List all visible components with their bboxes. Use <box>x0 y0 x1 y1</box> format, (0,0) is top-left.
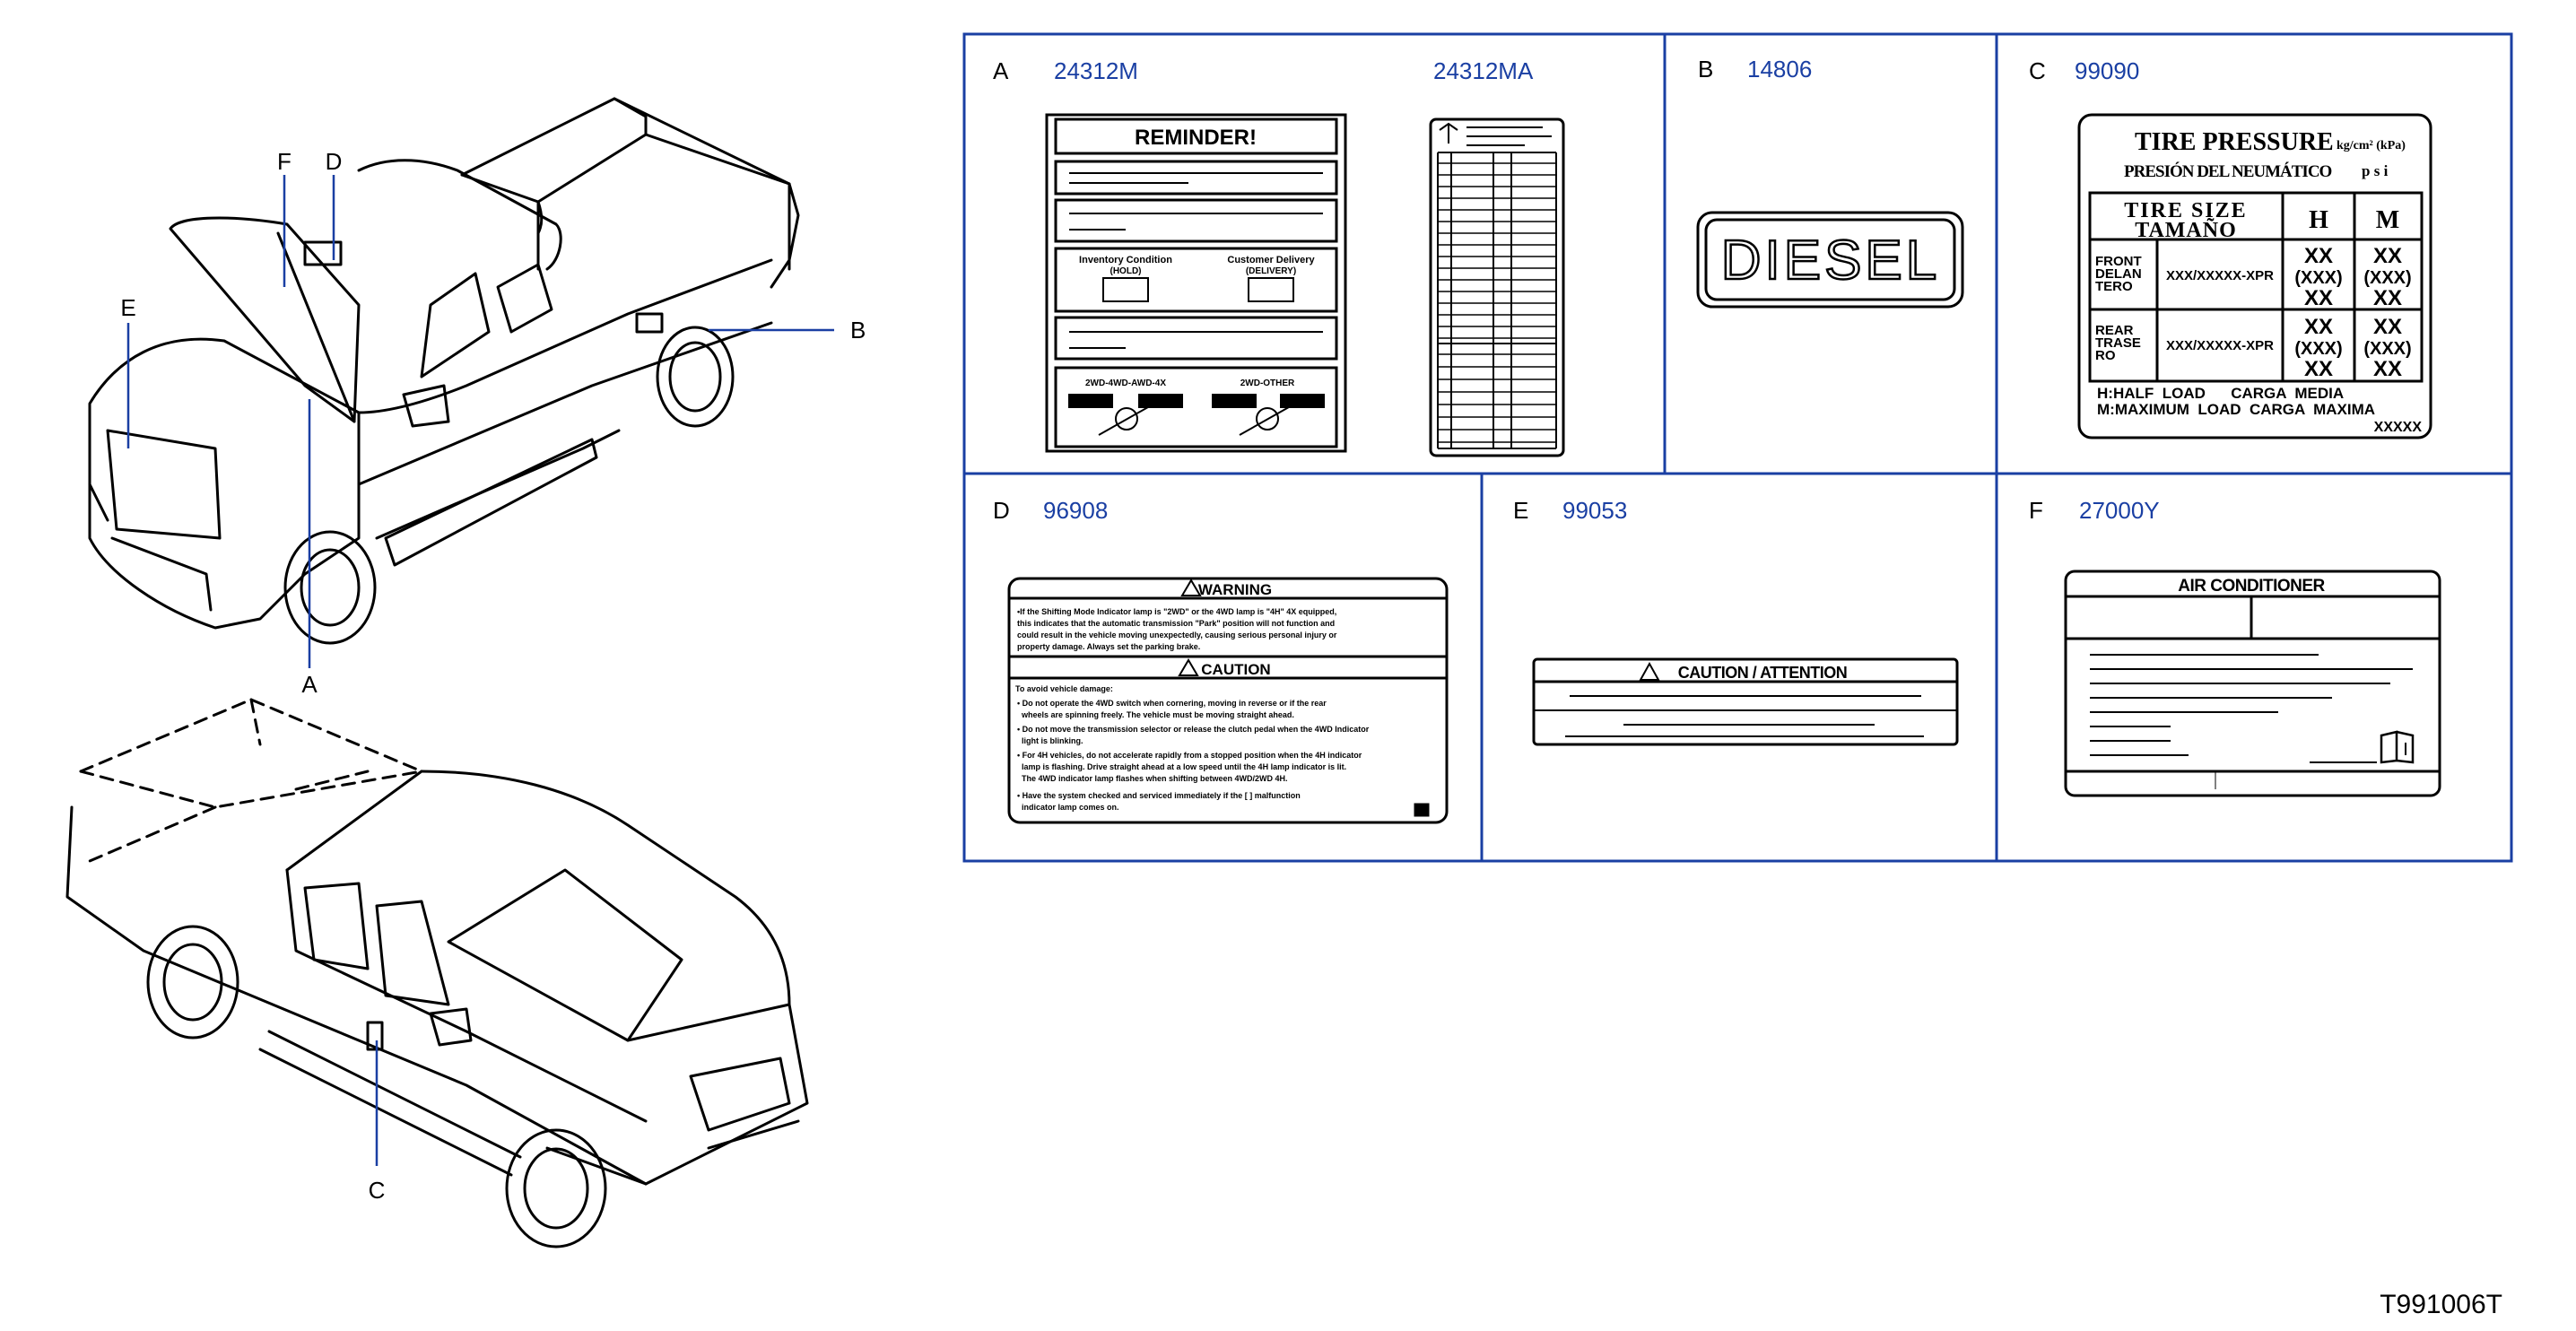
label-c-row2-m1: XX <box>2373 315 2402 339</box>
label-b-diesel <box>1696 211 1964 309</box>
label-a2-table <box>1429 117 1565 457</box>
label-a1-delivery: Customer Delivery <box>1227 255 1315 265</box>
label-a1-hold-sub: (HOLD) <box>1110 266 1142 276</box>
label-c-unit1: kg/cm² (kPa) <box>2337 139 2406 152</box>
label-c-row1-m1: XX <box>2373 244 2402 268</box>
label-d-warning-line1: •If the Shifting Mode Indicator lamp is … <box>1017 607 1336 616</box>
label-c-row1-h2: (XXX) <box>2294 268 2342 288</box>
label-d-caution-line3: • Do not move the transmission selector … <box>1017 725 1370 734</box>
label-c-col-size2: TAMAÑO <box>2135 219 2237 242</box>
panel-a-part1: 24312M <box>1054 57 1138 84</box>
panel-b-letter: B <box>1698 56 1713 83</box>
panel-b-part: 14806 <box>1747 56 1812 83</box>
label-c-tire-pressure <box>2077 113 2432 439</box>
label-d-caution-line7: The 4WD indicator lamp flashes when shif… <box>1017 774 1288 783</box>
label-c-legend2: M:MAXIMUM LOAD CARGA MAXIMA <box>2097 401 2375 418</box>
callout-letters: F D E A B C <box>120 148 866 1204</box>
label-c-row1-m3: XX <box>2373 286 2402 310</box>
callout-d: D <box>326 148 343 175</box>
label-c-row2-size: XXX/XXXXX-XPR <box>2166 338 2274 353</box>
label-c-row2-name2: TRASE <box>2095 335 2141 351</box>
panel-d-part: 96908 <box>1043 497 1108 524</box>
label-d-caution-line9: indicator lamp comes on. <box>1017 803 1119 812</box>
label-c-row1-name1: FRONT <box>2095 254 2142 269</box>
panel-a-letter: A <box>993 57 1009 84</box>
label-d-caution-line2: wheels are spinning freely. The vehicle … <box>1017 710 1294 719</box>
label-e-caution <box>1532 657 1959 746</box>
label-c-col-h: H <box>2309 206 2328 234</box>
label-c-row1-h3: XX <box>2304 286 2333 310</box>
label-c-row1-size: XXX/XXXXX-XPR <box>2166 268 2274 283</box>
label-c-col-m: M <box>2376 206 2399 234</box>
label-f-header: AIR CONDITIONER <box>2178 577 2325 596</box>
label-c-title: TIRE PRESSURE <box>2135 128 2334 156</box>
labels-grid <box>962 32 2513 863</box>
label-c-row2-m2: (XXX) <box>2363 339 2411 359</box>
label-c-row2-h1: XX <box>2304 315 2333 339</box>
label-d-caution-line5: • For 4H vehicles, do not accelerate rap… <box>1017 751 1362 760</box>
label-c-row1-name2: DELAN <box>2095 266 2142 282</box>
truck-front-view <box>88 97 800 645</box>
diagram-id: T991006T <box>2380 1290 2502 1319</box>
label-d-caution-line4: light is blinking. <box>1017 736 1083 745</box>
label-d-warning-title: WARNING <box>1198 581 1272 598</box>
label-a1-hold: Inventory Condition <box>1079 255 1172 265</box>
label-d-warning <box>1007 577 1449 824</box>
label-c-subtitle: PRESIÓN DEL NEUMÁTICO <box>2124 161 2332 181</box>
label-d-caution-title: CAUTION <box>1201 661 1270 678</box>
panel-f-letter: F <box>2029 497 2043 524</box>
label-d-warning-line2: this indicates that the automatic transm… <box>1017 619 1335 628</box>
panel-d-letter: D <box>993 497 1010 524</box>
label-d-caution-line1: • Do not operate the 4WD switch when cor… <box>1017 699 1327 708</box>
panel-c-part: 99090 <box>2075 57 2139 84</box>
label-a1-2wd: 2WD-OTHER <box>1240 378 1295 388</box>
label-b-text: DIESEL <box>1721 230 1941 291</box>
label-c-col-size: TIRE SIZE <box>2124 199 2247 222</box>
label-c-row2-h3: XX <box>2304 357 2333 381</box>
label-d-caution-line8: • Have the system checked and serviced i… <box>1017 791 1301 800</box>
label-d-caution-intro: To avoid vehicle damage: <box>1015 684 1113 693</box>
label-a1-delivery-sub: (DELIVERY) <box>1246 266 1296 276</box>
callout-c: C <box>369 1177 386 1204</box>
label-c-row1-name3: TERO <box>2095 279 2133 294</box>
label-f-air-conditioner <box>2064 570 2441 797</box>
callout-leaders <box>126 175 834 1166</box>
label-c-row2-m3: XX <box>2373 357 2402 381</box>
label-c-legend1: H:HALF LOAD CARGA MEDIA <box>2097 385 2344 402</box>
panel-e-part: 99053 <box>1562 497 1627 524</box>
label-a1-4wd: 2WD-4WD-AWD-4X <box>1085 378 1166 388</box>
label-d-warning-line3: could result in the vehicle moving unexp… <box>1017 631 1337 639</box>
label-d-caution-line6: lamp is flashing. Drive straight ahead a… <box>1017 762 1346 771</box>
panel-e-letter: E <box>1513 497 1528 524</box>
callout-e: E <box>120 294 135 321</box>
callout-f: F <box>277 148 292 175</box>
truck-rear-view <box>65 698 809 1248</box>
label-c-code: XXXXX <box>2374 420 2423 435</box>
label-d-warning-line4: property damage. Always set the parking … <box>1017 642 1200 651</box>
panel-c-letter: C <box>2029 57 2046 84</box>
label-c-row2-name3: RO <box>2095 348 2116 363</box>
callout-a: A <box>301 671 318 698</box>
label-c-row1-m2: (XXX) <box>2363 268 2411 288</box>
label-c-row2-name1: REAR <box>2095 323 2134 338</box>
label-a1-reminder <box>1045 113 1347 453</box>
label-e-header: CAUTION / ATTENTION <box>1678 664 1847 682</box>
panel-a-part2: 24312MA <box>1433 57 1534 84</box>
callout-b: B <box>850 317 866 344</box>
panel-f-part: 27000Y <box>2079 497 2160 524</box>
label-c-row1-h1: XX <box>2304 244 2333 268</box>
label-c-unit2: p s i <box>2362 162 2389 179</box>
label-c-row2-h2: (XXX) <box>2294 339 2342 359</box>
label-a1-title: REMINDER! <box>1135 126 1257 150</box>
